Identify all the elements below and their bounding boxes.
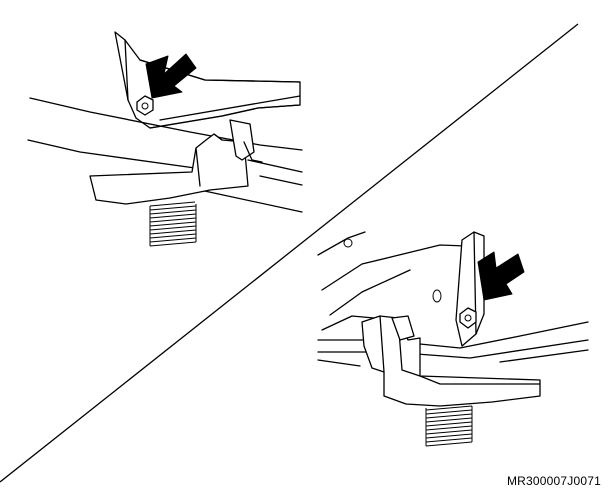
- figure-code: MR300007J0071: [506, 474, 601, 488]
- bolt-icon: [136, 95, 154, 116]
- cover-panel-upper: [114, 31, 301, 129]
- top-left-view: [27, 31, 303, 247]
- bracket-lower: [361, 315, 541, 407]
- support-post: [455, 231, 485, 347]
- bracket-upper: [89, 119, 263, 205]
- arrow-pointer-icon: [145, 53, 197, 99]
- coil-spring-lower: [425, 405, 473, 447]
- arrow-pointer-icon: [477, 251, 525, 301]
- side-rail-upper: [27, 97, 303, 213]
- bottom-right-view: [317, 231, 589, 447]
- bolt-icon: [459, 307, 477, 329]
- interior-structure: [317, 231, 467, 331]
- coil-spring-upper: [149, 201, 197, 247]
- divider-line: [0, 23, 579, 483]
- side-rail-lower: [317, 321, 589, 367]
